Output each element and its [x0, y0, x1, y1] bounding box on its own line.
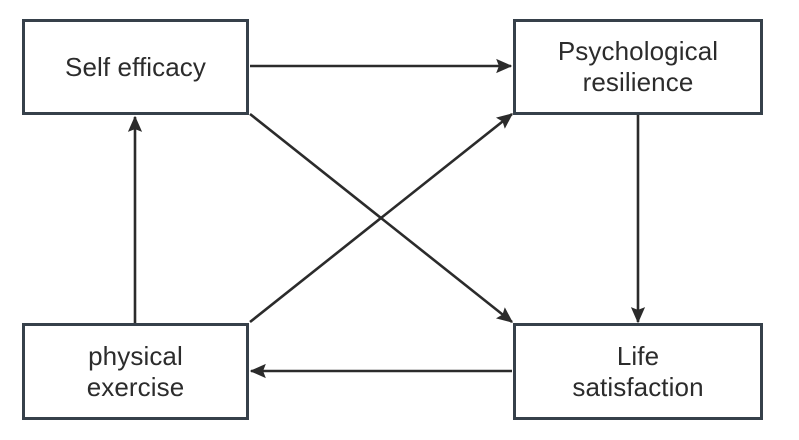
- node-life-satisfaction-label: Life satisfaction: [572, 340, 704, 402]
- node-physical-exercise-label: physical exercise: [86, 340, 185, 402]
- node-psychological-resilience[interactable]: Psychological resilience: [513, 19, 763, 115]
- edge-self-efficacy-to-life-satisfaction: [249, 112, 514, 324]
- node-physical-exercise[interactable]: physical exercise: [22, 323, 249, 420]
- edge-physical-exercise-to-psychological-resilience: [249, 112, 514, 324]
- node-psychological-resilience-label: Psychological resilience: [557, 36, 719, 97]
- node-life-satisfaction[interactable]: Life satisfaction: [513, 323, 763, 420]
- node-self-efficacy[interactable]: Self efficacy: [22, 19, 249, 115]
- node-self-efficacy-label: Self efficacy: [65, 51, 206, 82]
